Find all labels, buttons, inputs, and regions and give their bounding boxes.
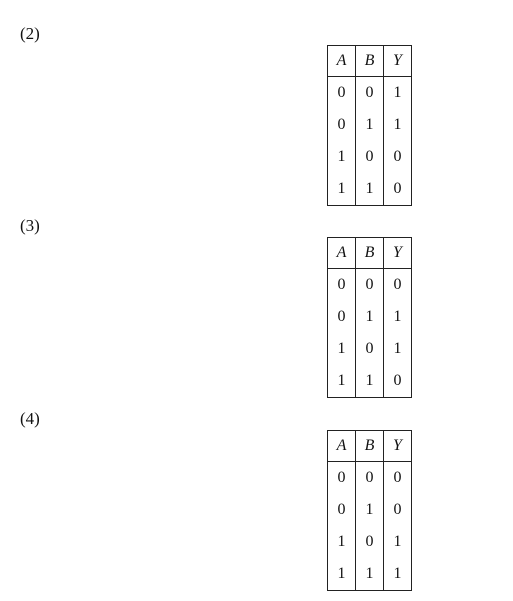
table-header-row: A B Y (327, 45, 412, 77)
table-cell: 1 (327, 526, 356, 558)
table-cell: 0 (355, 461, 384, 494)
table-cell: 1 (327, 333, 356, 365)
item-label-2: (2) (20, 24, 40, 43)
table-cell: 1 (383, 526, 412, 558)
table-cell: 0 (355, 526, 384, 558)
table-cell: 0 (355, 76, 384, 109)
table-cell: 1 (327, 365, 356, 398)
column-header-b: B (355, 430, 384, 462)
table-row: 1 1 1 (327, 558, 412, 591)
truth-table-2: A B Y 0 0 1 0 1 1 1 0 0 1 1 0 (327, 45, 412, 206)
table-cell: 1 (327, 141, 356, 173)
table-cell: 0 (327, 301, 356, 333)
column-header-y: Y (383, 430, 412, 462)
table-cell: 0 (355, 333, 384, 365)
table-row: 1 1 0 (327, 173, 412, 206)
table-cell: 0 (355, 268, 384, 301)
table-cell: 0 (355, 141, 384, 173)
truth-table-3: A B Y 0 0 0 0 1 1 1 0 1 1 1 0 (327, 237, 412, 398)
column-header-a: A (327, 430, 356, 462)
table-cell: 1 (355, 109, 384, 141)
table-row: 1 0 0 (327, 141, 412, 173)
table-cell: 0 (383, 173, 412, 206)
table-cell: 1 (383, 76, 412, 109)
table-row: 1 1 0 (327, 365, 412, 398)
column-header-y: Y (383, 45, 412, 77)
column-header-b: B (355, 45, 384, 77)
column-header-b: B (355, 237, 384, 269)
table-cell: 0 (327, 461, 356, 494)
table-cell: 1 (355, 365, 384, 398)
table-header-row: A B Y (327, 430, 412, 462)
table-cell: 1 (355, 558, 384, 591)
table-row: 0 1 1 (327, 301, 412, 333)
table-cell: 1 (383, 333, 412, 365)
table-cell: 1 (355, 494, 384, 526)
table-cell: 0 (383, 461, 412, 494)
table-cell: 0 (327, 268, 356, 301)
table-cell: 1 (383, 301, 412, 333)
table-cell: 0 (383, 365, 412, 398)
table-cell: 0 (327, 109, 356, 141)
table-cell: 1 (355, 301, 384, 333)
table-cell: 0 (327, 494, 356, 526)
table-cell: 1 (327, 558, 356, 591)
table-cell: 0 (383, 268, 412, 301)
table-cell: 1 (355, 173, 384, 206)
table-row: 0 0 1 (327, 76, 412, 109)
table-row: 0 0 0 (327, 461, 412, 494)
truth-table-4: A B Y 0 0 0 0 1 0 1 0 1 1 1 1 (327, 430, 412, 591)
column-header-a: A (327, 237, 356, 269)
table-header-row: A B Y (327, 237, 412, 269)
column-header-y: Y (383, 237, 412, 269)
table-row: 0 0 0 (327, 268, 412, 301)
table-cell: 1 (383, 109, 412, 141)
table-row: 1 0 1 (327, 333, 412, 365)
table-cell: 1 (383, 558, 412, 591)
table-cell: 0 (327, 76, 356, 109)
table-cell: 0 (383, 141, 412, 173)
table-row: 0 1 0 (327, 494, 412, 526)
table-cell: 0 (383, 494, 412, 526)
table-row: 1 0 1 (327, 526, 412, 558)
item-label-4: (4) (20, 409, 40, 428)
table-row: 0 1 1 (327, 109, 412, 141)
column-header-a: A (327, 45, 356, 77)
table-cell: 1 (327, 173, 356, 206)
item-label-3: (3) (20, 216, 40, 235)
